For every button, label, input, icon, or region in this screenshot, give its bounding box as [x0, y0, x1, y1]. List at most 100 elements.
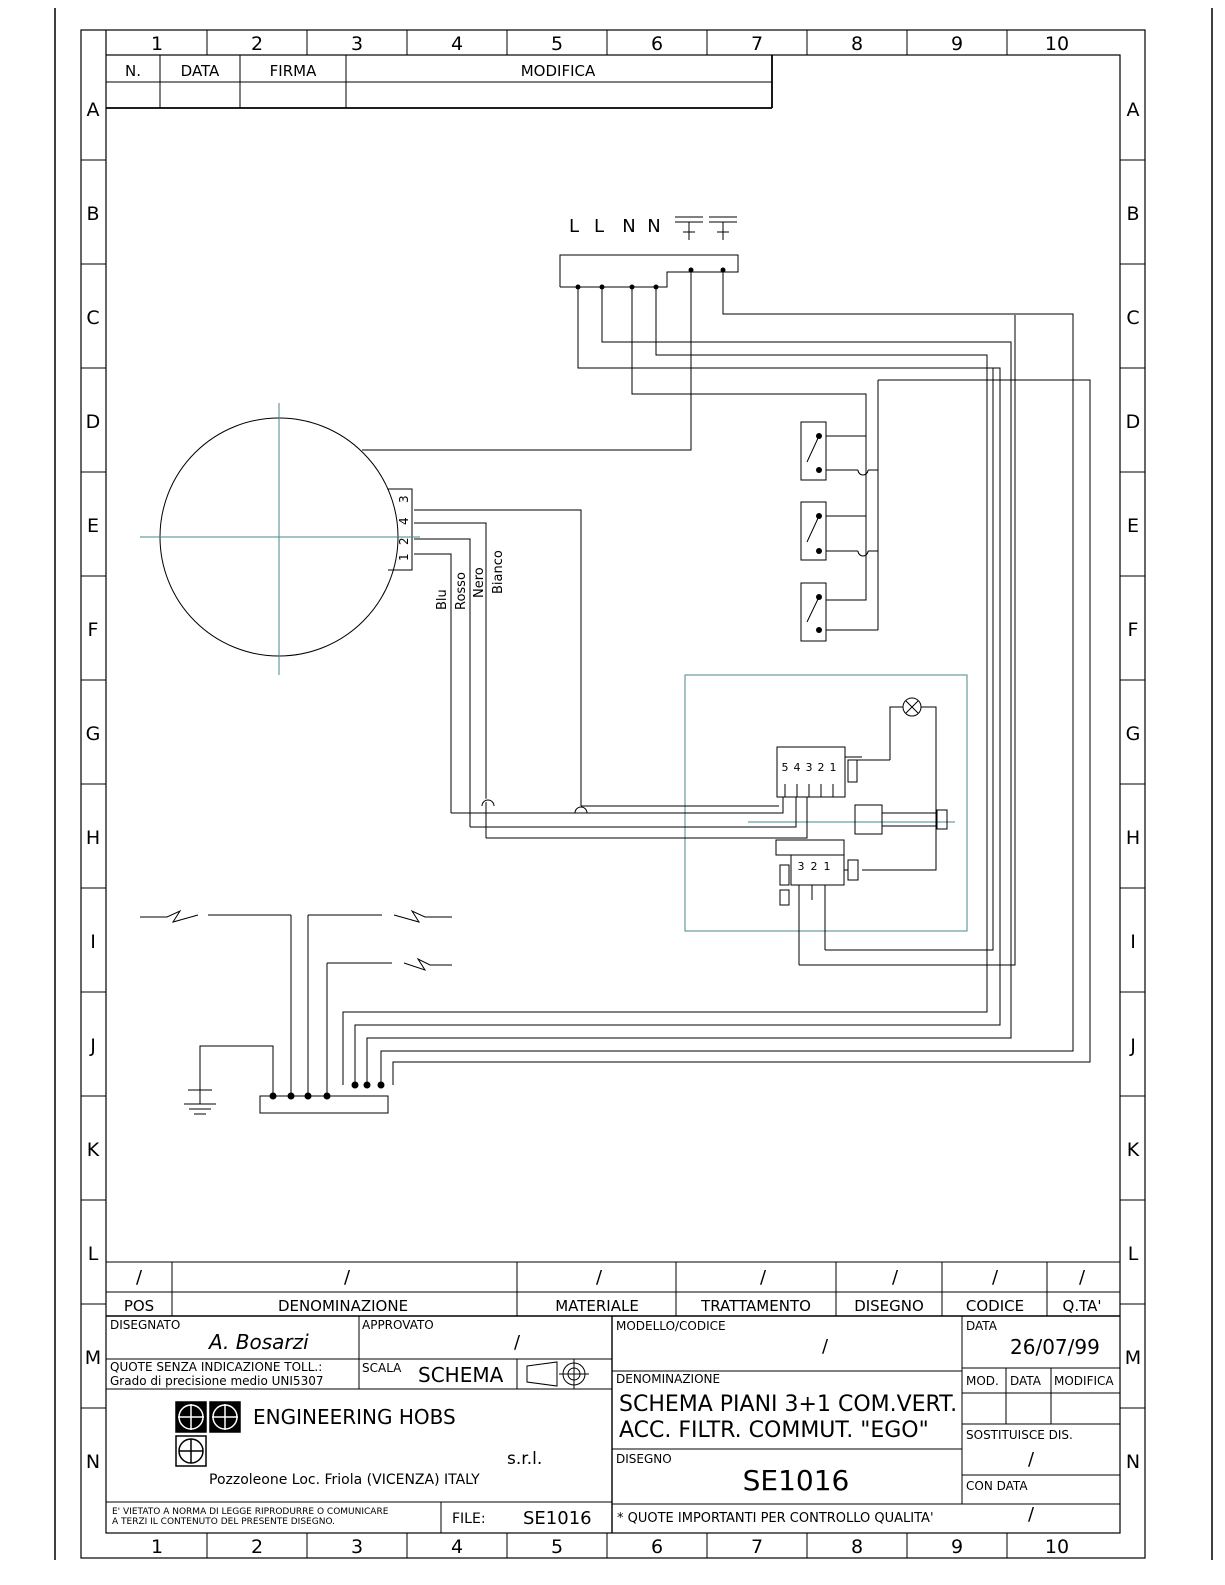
quote-line-1: QUOTE SENZA INDICAZIONE TOLL.:	[110, 1360, 322, 1374]
column-labels-top: 1 2 3 4 5 6 7 8 9 10	[151, 33, 1069, 55]
col-label: 3	[351, 1536, 363, 1558]
col-label: 8	[851, 33, 863, 55]
row-label: L	[88, 1243, 99, 1265]
terminal-label-l2: L	[594, 216, 604, 237]
switch-pin: 5	[782, 761, 789, 774]
col-label: 10	[1045, 1536, 1069, 1558]
title-block: DISEGNATO APPROVATO MODELLO/CODICE DATA …	[106, 1316, 1120, 1533]
con-data-value: /	[1028, 1504, 1035, 1525]
label-mod: MOD.	[966, 1374, 999, 1388]
col-label: 4	[451, 33, 463, 55]
lamp-wire-b	[889, 706, 903, 760]
parts-header-disegno: DISEGNO	[854, 1297, 924, 1315]
label-con-data: CON DATA	[966, 1479, 1028, 1493]
relay-2	[800, 501, 878, 561]
col-label: 4	[451, 1536, 463, 1558]
row-label: K	[87, 1139, 100, 1161]
modello-value: /	[822, 1336, 829, 1357]
parts-header-materiale: MATERIALE	[555, 1297, 639, 1315]
parts-header-denominazione: DENOMINAZIONE	[278, 1297, 408, 1315]
wire-switch-bottom-a	[799, 315, 1016, 966]
wiring-diagram	[140, 216, 1091, 1115]
element-pin-3: 3	[397, 495, 411, 503]
row-label: G	[1126, 723, 1141, 745]
row-label: E	[1127, 515, 1139, 537]
switch-module-outline	[684, 674, 968, 932]
row-label: J	[89, 1035, 96, 1057]
row-labels-right: A B C D E F G H I J K L M N	[1125, 99, 1141, 1473]
switch-pin: 3	[806, 761, 813, 774]
disegno-value: SE1016	[743, 1464, 850, 1497]
wire-element-3	[414, 509, 582, 806]
terminal-label-n2: N	[647, 216, 660, 237]
col-label: 5	[551, 33, 563, 55]
wire-element-4	[414, 522, 487, 838]
parts-slash: /	[992, 1267, 999, 1288]
row-label: E	[87, 515, 99, 537]
wire-label-nero: Nero	[472, 567, 487, 598]
parts-slash: /	[136, 1267, 143, 1288]
company-address: Pozzoleone Loc. Friola (VICENZA) ITALY	[209, 1472, 480, 1488]
element-pin-4: 4	[397, 517, 411, 525]
power-terminal-block	[559, 254, 739, 288]
company-suffix: s.r.l.	[507, 1449, 542, 1469]
projection-symbol	[526, 1359, 589, 1389]
row-label: L	[1128, 1243, 1139, 1265]
label-denominazione: DENOMINAZIONE	[616, 1372, 720, 1386]
row-label: C	[1126, 307, 1139, 329]
row-ticks	[81, 159, 1145, 1409]
notice-line-1: E' VIETATO A NORMA DI LEGGE RIPRODURRE O…	[112, 1507, 389, 1517]
col-label: 1	[151, 1536, 163, 1558]
label-approvato: APPROVATO	[362, 1318, 434, 1332]
parts-slash: /	[892, 1267, 899, 1288]
switch-bottom-pin-labels: 3 2 1	[798, 860, 831, 873]
row-label: A	[87, 99, 100, 121]
col-label: 10	[1045, 33, 1069, 55]
parts-slash: /	[760, 1267, 767, 1288]
denominazione-line-1: SCHEMA PIANI 3+1 COM.VERT.	[619, 1392, 957, 1417]
quality-note: * QUOTE IMPORTANTI PER CONTROLLO QUALITA…	[617, 1511, 934, 1526]
switch-shaft	[854, 804, 948, 835]
terminal-label-n1: N	[622, 216, 635, 237]
thermostat-lower	[403, 957, 452, 971]
row-label: F	[88, 619, 99, 641]
col-label: 9	[951, 33, 963, 55]
row-label: I	[90, 931, 96, 953]
terminal-label-l1: L	[569, 216, 579, 237]
element-pin-1: 1	[397, 553, 411, 561]
revision-header-data: DATA	[181, 62, 220, 80]
terminal-labels: L L N N	[569, 216, 661, 237]
thermostat-left	[140, 909, 199, 923]
parts-header-pos: POS	[124, 1297, 154, 1315]
signature: A. Bosarzi	[207, 1330, 309, 1354]
ground-wire	[199, 1045, 274, 1096]
col-label: 9	[951, 1536, 963, 1558]
label-mod-modifica: MODIFICA	[1054, 1374, 1114, 1388]
wire-to-switch-5	[451, 797, 784, 814]
wire-earth-motor	[362, 268, 692, 451]
earth-symbols	[675, 216, 737, 240]
col-label: 8	[851, 1536, 863, 1558]
col-label: 1	[151, 33, 163, 55]
column-ticks	[206, 30, 1008, 1558]
parts-header-codice: CODICE	[966, 1297, 1024, 1315]
lamp-wire-c	[862, 706, 937, 871]
wire-element-2	[414, 538, 471, 827]
quote-line-2: Grado di precisione medio UNI5307	[110, 1374, 323, 1388]
switch-top	[776, 746, 862, 798]
row-label: H	[86, 827, 100, 849]
row-label: N	[86, 1451, 100, 1473]
parts-header-trattamento: TRATTAMENTO	[700, 1297, 811, 1315]
border-frame	[80, 29, 1146, 1559]
notice-line-2: A TERZI IL CONTENUTO DEL PRESENTE DISEGN…	[112, 1517, 335, 1527]
switch-pin: 2	[811, 860, 818, 873]
col-label: 6	[651, 1536, 663, 1558]
wire-n2	[342, 287, 988, 1085]
wire-color-labels: Blu Rosso Nero Bianco	[435, 550, 506, 610]
parts-slash: /	[596, 1267, 603, 1288]
row-label: B	[86, 203, 99, 225]
row-label: C	[86, 307, 99, 329]
revision-header-firma: FIRMA	[270, 62, 317, 80]
parts-list-row: / / / / / / / POS DENOMINAZIONE MATERIAL…	[106, 1261, 1120, 1317]
